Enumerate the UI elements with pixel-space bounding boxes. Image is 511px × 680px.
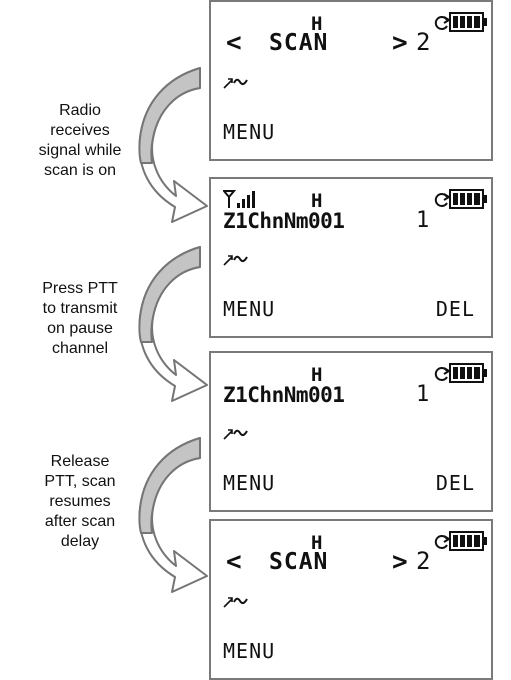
caption-line: Release (50, 453, 110, 470)
caption-line: Radio (59, 102, 101, 119)
battery-icon (449, 531, 487, 551)
channel-number: 1 (416, 382, 430, 407)
caption-line: resumes (49, 493, 111, 510)
channel-number: 1 (416, 208, 430, 233)
step-caption: Press PTT to transmit on pause channel (24, 279, 136, 359)
radio-display-receiving: H Z1ChnNm001 1 MENU DEL (209, 177, 493, 338)
scroll-left-icon: < (226, 28, 242, 58)
menu-softkey[interactable]: MENU (223, 120, 276, 144)
step-caption: Release PTT, scan resumes after scan del… (24, 452, 136, 555)
battery-icon (449, 12, 487, 32)
curved-arrow-icon (138, 67, 208, 223)
radio-display-scan-resumed: H < SCAN > 2 MENU (209, 519, 493, 680)
menu-softkey[interactable]: MENU (223, 639, 276, 663)
caption-line: to transmit (42, 300, 118, 317)
step-caption: Radio receives signal while scan is on (24, 101, 136, 181)
radio-display-transmitting: H Z1ChnNm001 1 MENU DEL (209, 351, 493, 512)
caption-line: signal while (38, 142, 122, 159)
mode-indicator: H (311, 532, 323, 554)
radio-display-scan: H < SCAN > 2 MENU (209, 0, 493, 161)
delete-softkey[interactable]: DEL (435, 471, 475, 495)
caption-line: channel (51, 340, 109, 357)
scan-list-icon (223, 429, 248, 440)
delete-softkey[interactable]: DEL (435, 297, 475, 321)
channel-name: Z1ChnNm001 (223, 383, 345, 407)
caption-line: PTT, scan (44, 473, 116, 490)
curved-arrow-icon (138, 437, 208, 593)
caption-line: delay (60, 533, 100, 550)
battery-icon (449, 189, 487, 209)
scroll-right-icon: > (392, 547, 408, 577)
channel-number: 2 (416, 547, 431, 575)
channel-number: 2 (416, 28, 431, 56)
caption-line: scan is on (43, 162, 117, 179)
menu-softkey[interactable]: MENU (223, 471, 276, 495)
curved-arrow-icon (138, 246, 208, 402)
scan-list-icon (223, 255, 248, 266)
menu-softkey[interactable]: MENU (223, 297, 276, 321)
caption-line: receives (50, 122, 110, 139)
caption-line: on pause (47, 320, 113, 337)
mode-indicator: H (311, 364, 323, 386)
scroll-left-icon: < (226, 547, 242, 577)
scan-title: SCAN (269, 30, 329, 56)
scan-title: SCAN (269, 549, 329, 575)
mode-indicator: H (311, 13, 323, 35)
signal-strength-icon (223, 190, 255, 208)
battery-icon (449, 363, 487, 383)
scroll-right-icon: > (392, 28, 408, 58)
scan-list-icon (223, 78, 248, 89)
mode-indicator: H (311, 190, 323, 212)
scan-list-icon (223, 597, 248, 608)
caption-line: Press PTT (42, 280, 118, 297)
channel-name: Z1ChnNm001 (223, 209, 345, 233)
caption-line: after scan (44, 513, 116, 530)
